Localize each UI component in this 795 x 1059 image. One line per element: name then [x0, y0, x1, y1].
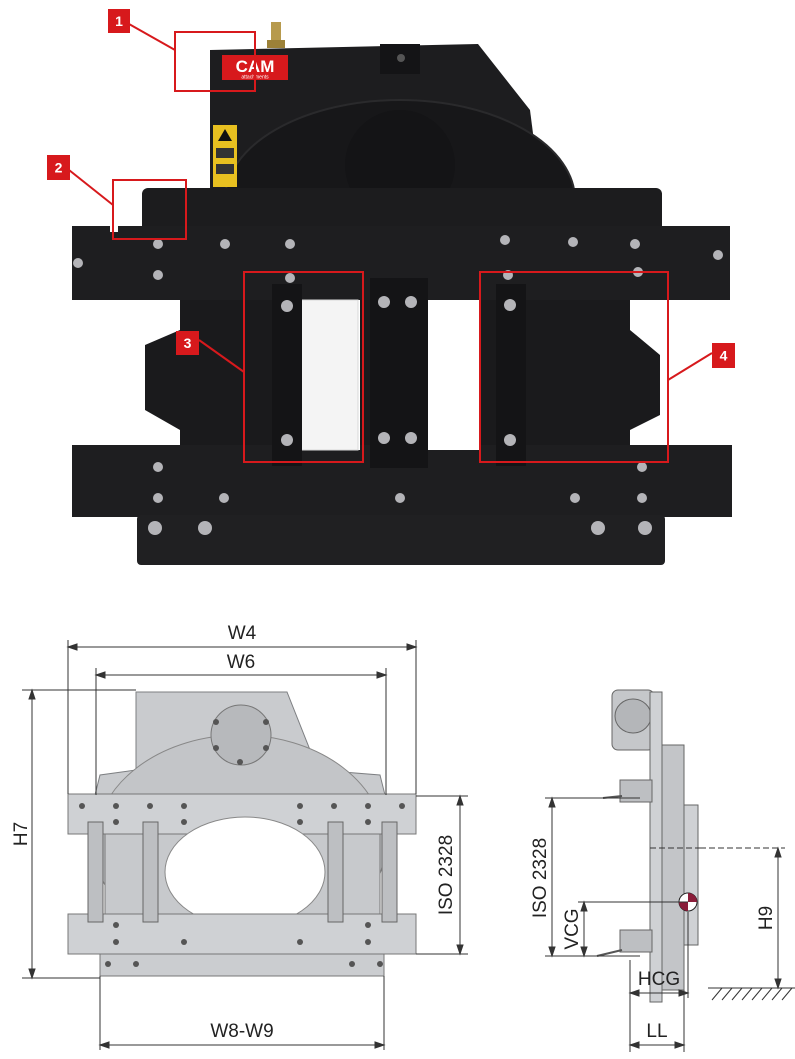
front-lower-bar	[67, 913, 417, 955]
bottom-plate	[137, 515, 665, 565]
side-clamp-upper	[619, 779, 653, 803]
side-dimensions	[545, 796, 785, 1052]
side-dimension-labels: ISO 2328 VCG H9 HCG LL	[530, 838, 777, 1042]
callout-1: 1	[108, 9, 130, 33]
callout-box-2	[112, 179, 187, 240]
callout-box-3	[243, 271, 364, 463]
front-iso-label: ISO 2328	[436, 835, 457, 915]
callout-3: 3	[176, 331, 199, 355]
hcg-label: HCG	[638, 969, 680, 990]
front-dimensions	[22, 640, 468, 1050]
front-bottom-plate	[99, 953, 385, 977]
callout-badges: 1 2 3 4	[47, 9, 735, 368]
svg-text:2: 2	[55, 160, 63, 176]
front-bolts	[79, 719, 405, 967]
side-rotator-body	[661, 744, 685, 991]
callout-outlines	[68, 23, 713, 463]
front-clamps	[87, 821, 398, 923]
front-view-drawing	[67, 691, 417, 977]
front-upper-bar	[67, 793, 417, 835]
ground-hatch	[708, 987, 795, 1001]
callout-2: 2	[47, 155, 70, 180]
w6-label: W6	[227, 652, 256, 673]
w4-label: W4	[228, 623, 257, 644]
side-iso-label: ISO 2328	[530, 838, 551, 918]
callout-box-4	[479, 271, 669, 463]
h7-label: H7	[11, 822, 32, 846]
front-dimension-labels: W4 W6 H7 ISO 2328 W8-W9	[11, 623, 457, 1042]
w8w9-label: W8-W9	[210, 1021, 273, 1042]
svg-text:3: 3	[184, 335, 192, 351]
vcg-label: VCG	[562, 908, 583, 949]
ll-label: LL	[646, 1021, 667, 1042]
h9-label: H9	[756, 906, 777, 930]
hydraulic-fitting	[271, 22, 281, 48]
upper-fork-bar	[72, 226, 730, 300]
product-photo: CAM attachments	[72, 22, 732, 565]
svg-text:4: 4	[720, 348, 728, 364]
side-main-plate	[649, 691, 663, 1003]
side-clamp-lower	[619, 929, 653, 953]
side-view-drawing	[596, 689, 795, 1003]
callout-4: 4	[712, 343, 735, 368]
svg-text:1: 1	[115, 13, 123, 29]
callout-box-1	[174, 31, 256, 92]
side-outer-plate	[683, 804, 699, 946]
